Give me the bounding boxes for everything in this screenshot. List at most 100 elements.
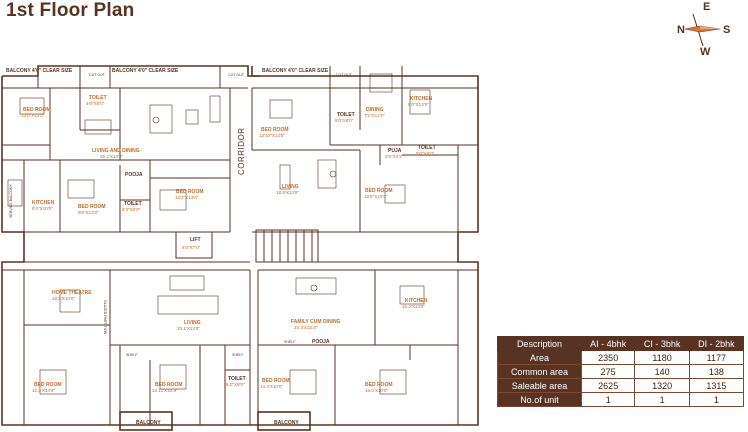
shelf-label-1: SHELF bbox=[126, 353, 138, 357]
room-kitchen3-dim: 10.3'X13'8" bbox=[402, 304, 425, 309]
cutout-label-2: CUT OUT bbox=[228, 73, 245, 77]
room-toilet2-dim: 6'3"X8'0" bbox=[122, 207, 141, 212]
room-kitchen1-dim: 8'4"X10'0" bbox=[32, 206, 53, 211]
row-label: Area bbox=[497, 350, 582, 365]
room-dining: DINING bbox=[366, 107, 384, 113]
room-home-theatre: HOME THEATRE bbox=[52, 290, 92, 296]
room-puja2-dim: 3'9"X4'2" bbox=[385, 154, 404, 159]
balcony-label-2: BALCONY bbox=[274, 420, 299, 426]
cutout-label-1: CUT OUT bbox=[89, 73, 106, 77]
pooja-label-2: POOJA bbox=[312, 339, 330, 345]
table-cell: 1180 bbox=[634, 350, 690, 365]
balcony-clear-label-1: BALCONY 4'0" CLEAR SIZE bbox=[6, 68, 73, 74]
table-cell: 275 bbox=[580, 364, 636, 379]
row-label: Saleable area bbox=[497, 378, 582, 393]
area-table-header: Description AI - 4bhk CI - 3bhk DI - 2bh… bbox=[497, 336, 745, 351]
room-bed7: BED ROOM bbox=[155, 382, 183, 388]
room-toilet3-dim: 5'0"X8'0" bbox=[335, 118, 354, 123]
furniture bbox=[7, 73, 431, 395]
room-bed2-dim: 9'6"X13'2" bbox=[78, 210, 99, 215]
balcony-label-1: BALCONY bbox=[136, 420, 161, 426]
room-bed7-dim: 12.11'X10.9" bbox=[152, 388, 178, 393]
shelf-label-3: SHELF bbox=[284, 340, 296, 344]
room-kitchen2: KITCHEN bbox=[410, 96, 433, 102]
lift-label: LIFT bbox=[190, 237, 201, 243]
balcony-clear-label-2: BALCONY 4'0" CLEAR SIZE bbox=[112, 68, 179, 74]
room-living3: LIVING bbox=[184, 320, 201, 326]
room-bed6-dim: 12.3'X14'6" bbox=[32, 388, 55, 393]
row-label: Common area bbox=[497, 364, 582, 379]
lift-dim: 6'0"X7'0" bbox=[182, 245, 201, 250]
room-family-dining-dim: 24.3'X13.6" bbox=[294, 325, 318, 330]
room-bed4: BED ROOM bbox=[261, 127, 289, 133]
room-living2: LIVING bbox=[282, 184, 299, 190]
room-bed4-dim: 12'10"X13'0" bbox=[259, 133, 285, 138]
table-cell: 138 bbox=[688, 364, 745, 379]
room-bed8-dim: 14.3'X10'0" bbox=[260, 384, 283, 389]
page-title: 1st Floor Plan bbox=[6, 0, 135, 21]
row-label: No.of unit bbox=[497, 392, 582, 407]
table-cell: 1 bbox=[580, 392, 636, 407]
room-bed1: BED ROOM bbox=[23, 107, 51, 113]
table-cell: 1 bbox=[634, 392, 690, 407]
room-family-dining: FAMILY CUM DINING bbox=[291, 319, 341, 325]
room-bed9: BED ROOM bbox=[365, 382, 393, 388]
area-table: Description AI - 4bhk CI - 3bhk DI - 2bh… bbox=[497, 336, 745, 407]
compass-w: W bbox=[700, 46, 711, 58]
col-ai-4bhk: AI - 4bhk bbox=[580, 336, 636, 351]
room-kitchen3: KITCHEN bbox=[405, 298, 428, 304]
table-cell: 1177 bbox=[688, 350, 745, 365]
room-bed9-dim: 16.0'X10'0" bbox=[365, 388, 388, 393]
glazed-partition-label: GLAZED PARTITION bbox=[103, 300, 107, 335]
corridor-label: CORRIDOR bbox=[237, 127, 246, 175]
col-description: Description bbox=[497, 336, 582, 351]
room-bed6: BED ROOM bbox=[34, 382, 62, 388]
room-kitchen1: KITCHEN bbox=[32, 200, 55, 206]
table-row: No.of unit 1 1 1 bbox=[497, 392, 745, 407]
room-puja2: PUJA bbox=[388, 148, 402, 154]
service-balcony-label: SERVICE BALCONY bbox=[9, 184, 13, 218]
room-toilet2: TOILET bbox=[124, 201, 142, 207]
room-living-dining: LIVING AND DINING bbox=[92, 148, 140, 154]
table-cell: 2350 bbox=[580, 350, 636, 365]
compass-s: S bbox=[723, 24, 730, 36]
room-bed1-dim: 13'0"X13'0" bbox=[21, 113, 45, 118]
table-cell: 1315 bbox=[688, 378, 745, 393]
room-bed5: BED ROOM bbox=[365, 188, 393, 194]
room-kitchen2-dim: 8'0"X13'5" bbox=[408, 102, 429, 107]
room-bed3-dim: 12'2"X13'6" bbox=[175, 195, 199, 200]
room-living-dining-dim: 26.2'X13'8" bbox=[100, 154, 123, 159]
room-dining-dim: 7'2"X12'2" bbox=[364, 113, 385, 118]
col-ci-3bhk: CI - 3bhk bbox=[634, 336, 690, 351]
compass-n: N bbox=[677, 24, 685, 36]
compass-e: E bbox=[703, 1, 710, 13]
shelf-label-2: SHELF bbox=[232, 353, 244, 357]
table-cell: 1 bbox=[688, 392, 745, 407]
room-home-theatre-dim: 16.5'X10'0" bbox=[52, 296, 75, 301]
compass-icon: N E S W bbox=[677, 1, 730, 58]
room-toilet4-dim: 5'0"X8'0" bbox=[416, 151, 435, 156]
room-toilet1-dim: 4'9"X8'0" bbox=[86, 101, 105, 106]
room-toilet4: TOILET bbox=[418, 145, 436, 151]
balcony-clear-label-3: BALCONY 4'0" CLEAR SIZE bbox=[262, 68, 329, 74]
room-living2-dim: 18.6'X13'8" bbox=[276, 190, 299, 195]
room-pooja: POOJA bbox=[125, 172, 143, 178]
table-cell: 2625 bbox=[580, 378, 636, 393]
room-toilet1: TOILET bbox=[89, 95, 107, 101]
table-row: Area 2350 1180 1177 bbox=[497, 350, 745, 365]
table-cell: 1320 bbox=[634, 378, 690, 393]
room-toilet5-dim: 5.0"X8'0" bbox=[226, 382, 245, 387]
table-cell: 140 bbox=[634, 364, 690, 379]
col-di-2bhk: DI - 2bhk bbox=[688, 336, 745, 351]
inner-walls bbox=[2, 66, 478, 425]
room-bed5-dim: 16'8"X10'0" bbox=[364, 194, 388, 199]
room-toilet3: TOILET bbox=[337, 112, 355, 118]
room-bed2: BED ROOM bbox=[78, 204, 106, 210]
table-row: Saleable area 2625 1320 1315 bbox=[497, 378, 745, 393]
room-living3-dim: 23.1'X13'8" bbox=[177, 326, 200, 331]
room-toilet5: TOILET bbox=[228, 376, 246, 382]
room-bed3: BED ROOM bbox=[176, 189, 204, 195]
table-row: Common area 275 140 138 bbox=[497, 364, 745, 379]
cutout-label-3: CUT OUT bbox=[336, 73, 353, 77]
